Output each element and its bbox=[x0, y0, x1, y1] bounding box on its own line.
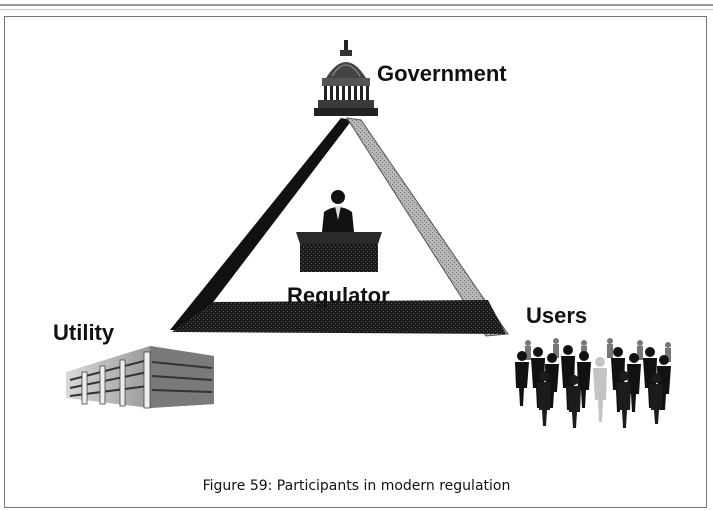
left-edge-government-utility bbox=[170, 118, 352, 330]
base-edge-utility-users bbox=[172, 300, 506, 334]
person-at-podium-icon bbox=[296, 190, 382, 272]
figure-caption: Figure 59: Participants in modern regula… bbox=[202, 478, 511, 494]
figure-frame bbox=[4, 16, 707, 508]
capitol-dome-icon bbox=[314, 40, 378, 116]
label-government: Government bbox=[377, 61, 507, 86]
top-rule-secondary bbox=[0, 9, 713, 10]
right-edge-government-users bbox=[345, 117, 509, 337]
top-rule bbox=[0, 4, 713, 6]
label-users: Users bbox=[526, 303, 588, 328]
triangle bbox=[170, 117, 509, 337]
label-utility: Utility bbox=[53, 320, 115, 345]
label-regulator: Regulator bbox=[287, 283, 390, 308]
office-building-icon bbox=[66, 346, 214, 409]
crowd-of-people-icon bbox=[515, 338, 671, 428]
